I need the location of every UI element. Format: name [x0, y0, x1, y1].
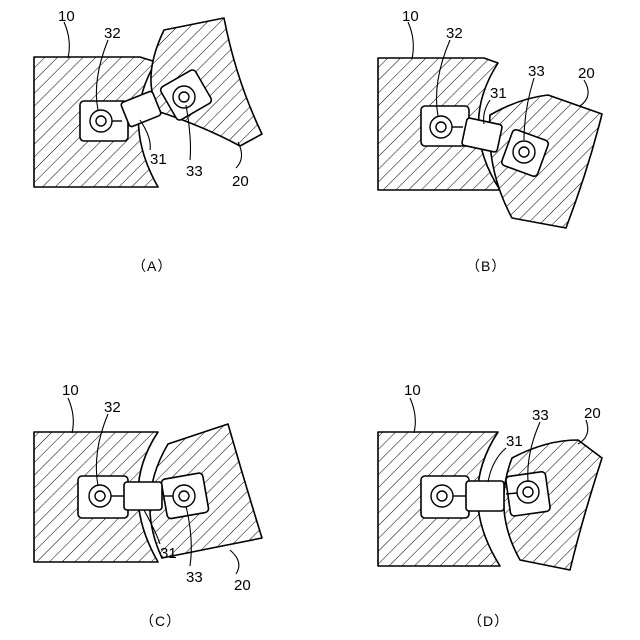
connector-31	[124, 482, 162, 510]
member-20	[151, 18, 262, 146]
label-10: 10	[404, 382, 421, 399]
leader-10	[410, 398, 415, 433]
caption-a: （A）	[132, 258, 172, 274]
leader-10	[68, 398, 73, 433]
label-10: 10	[58, 8, 75, 25]
label-20: 20	[234, 577, 251, 594]
leader-20	[580, 80, 588, 106]
label-31: 31	[506, 433, 523, 450]
connector-31	[466, 481, 504, 511]
label-32: 32	[104, 25, 121, 42]
leader-20	[230, 550, 239, 574]
leader-31	[488, 448, 506, 482]
label-33: 33	[532, 407, 549, 424]
label-33: 33	[528, 63, 545, 80]
label-31: 31	[160, 545, 177, 562]
panel-a: 10 32 31 33 20 （A）	[34, 8, 262, 274]
label-32: 32	[104, 399, 121, 416]
label-31: 31	[490, 85, 507, 102]
label-10: 10	[62, 382, 79, 399]
label-32: 32	[446, 25, 463, 42]
terminal-plate-32	[421, 476, 469, 518]
label-31: 31	[150, 151, 167, 168]
leader-10	[408, 22, 413, 59]
terminal-plate-32	[78, 476, 128, 518]
label-20: 20	[232, 173, 249, 190]
label-33: 33	[186, 163, 203, 180]
label-10: 10	[402, 8, 419, 25]
terminal-33-tail	[506, 493, 517, 494]
leader-10	[64, 22, 69, 58]
label-20: 20	[584, 405, 601, 422]
caption-d: （D）	[468, 613, 509, 629]
panel-c: 10 32 31 33 20 （C）	[34, 382, 262, 629]
panel-d: 10 31 33 20 （D）	[378, 382, 602, 629]
label-20: 20	[578, 65, 595, 82]
caption-b: （B）	[466, 258, 506, 274]
panel-b: 10 32 31 33 20 （B）	[378, 8, 602, 274]
caption-c: （C）	[140, 613, 181, 629]
label-33: 33	[186, 569, 203, 586]
